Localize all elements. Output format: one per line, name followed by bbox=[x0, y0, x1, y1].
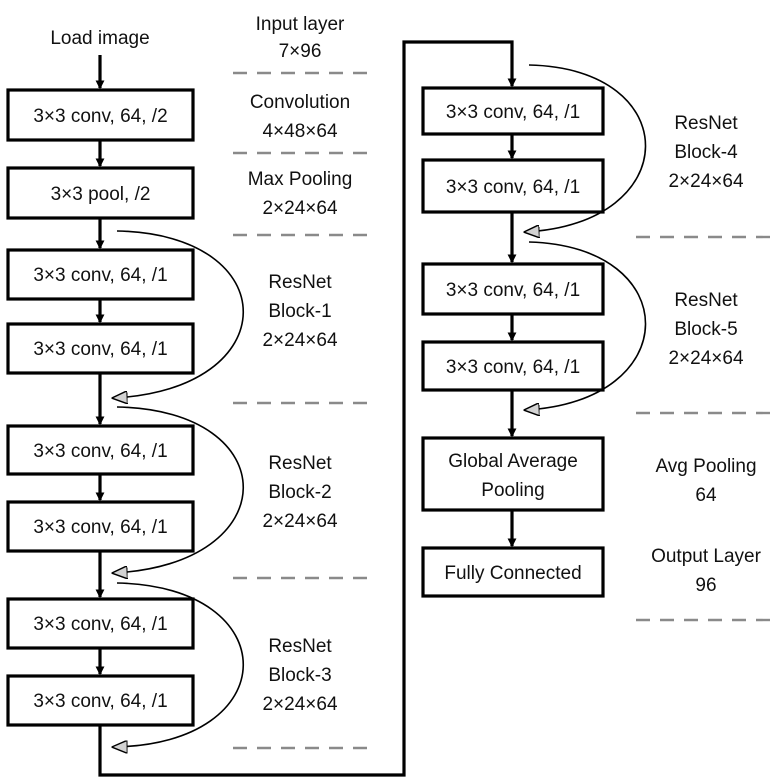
resnet-block-3: 3×3 conv, 64, /1 3×3 conv, 64, /1 bbox=[6, 597, 195, 727]
fully-connected-box: Fully Connected bbox=[421, 546, 605, 598]
block5-shape: 2×24×64 bbox=[668, 348, 743, 369]
avg-pooling-shape: 64 bbox=[695, 485, 717, 506]
block4-title: ResNet bbox=[674, 113, 738, 134]
block3-conv-a-label: 3×3 conv, 64, /1 bbox=[33, 614, 167, 635]
max-pooling-title: Max Pooling bbox=[248, 169, 353, 190]
left-annotations: Input layer 7×96 Convolution 4×48×64 Max… bbox=[233, 14, 376, 750]
convolution-title: Convolution bbox=[250, 92, 350, 113]
max-pool-layer-box: 3×3 pool, /2 bbox=[6, 166, 195, 220]
block4-conv-a-label: 3×3 conv, 64, /1 bbox=[446, 102, 580, 123]
block2-conv-a-label: 3×3 conv, 64, /1 bbox=[33, 441, 167, 462]
block2-shape: 2×24×64 bbox=[262, 511, 337, 532]
connector-left-to-right-column bbox=[98, 40, 517, 777]
gap-label-line2: Pooling bbox=[481, 480, 544, 501]
block1-title: ResNet bbox=[268, 272, 332, 293]
block5-name: Block-5 bbox=[674, 319, 737, 340]
output-layer-title: Output Layer bbox=[651, 546, 762, 567]
fully-connected-label: Fully Connected bbox=[444, 563, 581, 584]
block5-conv-b-label: 3×3 conv, 64, /1 bbox=[446, 357, 580, 378]
max-pool-label: 3×3 pool, /2 bbox=[51, 184, 151, 205]
resnet-block-5: 3×3 conv, 64, /1 3×3 conv, 64, /1 bbox=[421, 262, 605, 392]
right-annotations: ResNet Block-4 2×24×64 ResNet Block-5 2×… bbox=[636, 113, 779, 622]
resnet-block-1: 3×3 conv, 64, /1 3×3 conv, 64, /1 bbox=[6, 248, 195, 375]
block1-conv-a-label: 3×3 conv, 64, /1 bbox=[33, 265, 167, 286]
block2-conv-b-label: 3×3 conv, 64, /1 bbox=[33, 517, 167, 538]
skip-connection-block4 bbox=[525, 64, 647, 232]
convolution-shape: 4×48×64 bbox=[262, 121, 337, 142]
load-image-label: Load image bbox=[50, 28, 149, 49]
conv1-label: 3×3 conv, 64, /2 bbox=[33, 106, 167, 127]
skip-connection-block3 bbox=[113, 582, 244, 747]
conv1-layer-box: 3×3 conv, 64, /2 bbox=[6, 88, 195, 142]
resnet-block-2: 3×3 conv, 64, /1 3×3 conv, 64, /1 bbox=[6, 424, 195, 553]
global-average-pooling-box: Global Average Pooling bbox=[421, 436, 605, 512]
block5-conv-a-label: 3×3 conv, 64, /1 bbox=[446, 280, 580, 301]
skip-connection-block5 bbox=[525, 241, 647, 410]
block4-shape: 2×24×64 bbox=[668, 171, 743, 192]
block3-name: Block-3 bbox=[268, 665, 331, 686]
block3-shape: 2×24×64 bbox=[262, 694, 337, 715]
block4-name: Block-4 bbox=[674, 142, 738, 163]
output-layer-shape: 96 bbox=[695, 575, 716, 596]
block3-conv-b-label: 3×3 conv, 64, /1 bbox=[33, 691, 167, 712]
skip-connections bbox=[113, 64, 647, 747]
block3-title: ResNet bbox=[268, 636, 332, 657]
skip-connection-block1 bbox=[113, 230, 244, 398]
input-layer-shape: 7×96 bbox=[279, 41, 322, 62]
max-pooling-shape: 2×24×64 bbox=[262, 198, 337, 219]
block1-conv-b-label: 3×3 conv, 64, /1 bbox=[33, 339, 167, 360]
block5-title: ResNet bbox=[674, 290, 738, 311]
skip-connection-block2 bbox=[113, 406, 244, 573]
resnet-block-4: 3×3 conv, 64, /1 3×3 conv, 64, /1 bbox=[421, 86, 605, 214]
input-layer-title: Input layer bbox=[256, 14, 345, 35]
block2-name: Block-2 bbox=[268, 482, 331, 503]
block4-conv-b-label: 3×3 conv, 64, /1 bbox=[446, 177, 580, 198]
left-column-connectors bbox=[95, 40, 517, 777]
block1-shape: 2×24×64 bbox=[262, 330, 337, 351]
gap-label-line1: Global Average bbox=[448, 451, 578, 472]
avg-pooling-title: Avg Pooling bbox=[655, 456, 756, 477]
block2-title: ResNet bbox=[268, 453, 332, 474]
block1-name: Block-1 bbox=[268, 301, 331, 322]
